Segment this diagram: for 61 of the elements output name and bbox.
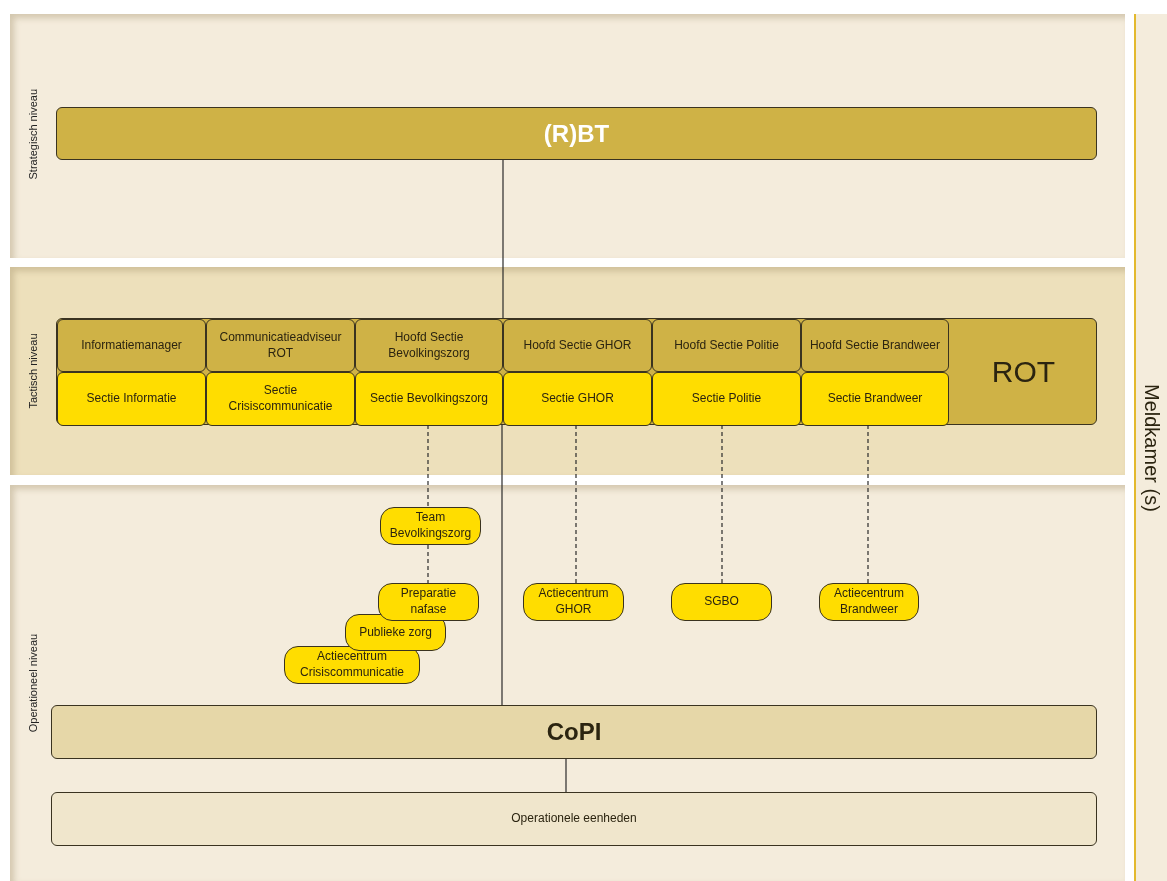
section-label: Sectie Crisiscommunicatie	[227, 383, 334, 415]
team-box	[56, 318, 1097, 425]
section-box	[355, 372, 503, 426]
unit-pill	[378, 583, 479, 621]
role-label: Informatiemanager	[80, 337, 183, 354]
dashed-connector	[427, 424, 429, 508]
dashed-connector	[867, 424, 869, 584]
role-label: Hoofd Sectie GHOR	[522, 337, 633, 354]
section-label: Sectie Informatie	[85, 391, 178, 407]
role-box	[652, 319, 801, 372]
role-box	[206, 319, 355, 372]
unit-label: Team Bevolkingszorg	[388, 510, 473, 542]
section-label: Sectie Politie	[690, 391, 763, 407]
section-label: Sectie Bevolkingszorg	[368, 391, 490, 407]
section-box	[652, 372, 801, 426]
unit-label: SGBO	[703, 594, 740, 610]
level-band	[10, 485, 1125, 881]
team-title: ROT	[990, 354, 1057, 390]
section-label: Sectie GHOR	[540, 391, 615, 407]
role-box	[503, 319, 652, 372]
team-box	[56, 107, 1097, 160]
side-band	[1134, 14, 1167, 881]
unit-pill	[284, 646, 420, 684]
unit-box	[51, 792, 1097, 846]
unit-pill	[671, 583, 772, 621]
connector-line	[502, 159, 504, 319]
side-label: Meldkamer (s)	[1139, 383, 1164, 512]
section-box	[57, 372, 206, 426]
unit-pill	[819, 583, 919, 621]
dashed-connector	[575, 424, 577, 584]
role-label: Hoofd Sectie Politie	[673, 337, 780, 354]
section-box	[503, 372, 652, 426]
role-box	[57, 319, 206, 372]
role-box	[355, 319, 503, 372]
level-band	[10, 267, 1125, 475]
section-label: Sectie Brandweer	[826, 391, 924, 407]
unit-label: Preparatie nafase	[399, 586, 458, 618]
connector-line	[501, 424, 503, 706]
unit-label: Actiecentrum Crisiscommunicatie	[299, 649, 405, 681]
unit-label: Publieke zorg	[358, 624, 433, 641]
level-label: Operationeel niveau	[26, 633, 40, 733]
unit-label: Operationele eenheden	[510, 811, 638, 827]
unit-pill	[523, 583, 624, 621]
team-title: CoPI	[545, 717, 603, 748]
role-label: Communicatieadviseur ROT	[218, 329, 343, 362]
team-box	[51, 705, 1097, 759]
team-title: (R)BT	[542, 118, 611, 149]
section-box	[801, 372, 949, 426]
level-band	[10, 14, 1125, 258]
unit-label: Actiecentrum GHOR	[537, 586, 610, 618]
unit-pill	[380, 507, 481, 545]
unit-label: Actiecentrum Brandweer	[833, 586, 905, 618]
dashed-connector	[427, 544, 429, 584]
role-box	[801, 319, 949, 372]
level-label: Tactisch niveau	[26, 333, 40, 409]
level-label: Strategisch niveau	[26, 89, 40, 180]
role-label: Hoofd Sectie Brandweer	[808, 337, 942, 354]
role-label: Hoofd Sectie Bevolkingszorg	[387, 329, 471, 362]
section-box	[206, 372, 355, 426]
dashed-connector	[721, 424, 723, 584]
connector-line	[565, 758, 567, 793]
